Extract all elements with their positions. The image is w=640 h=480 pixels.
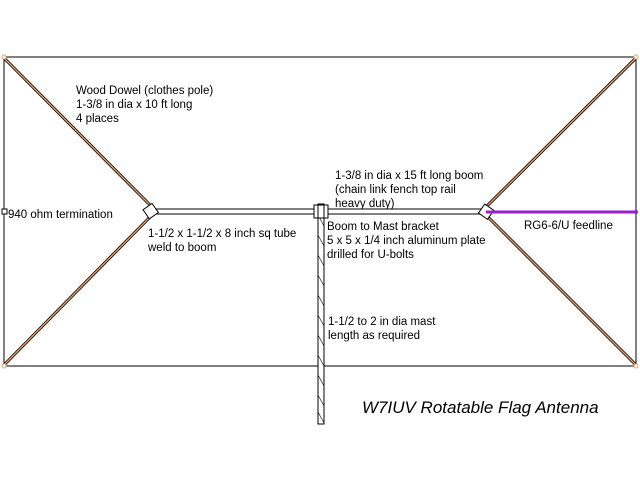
termination-label: 940 ohm termination	[8, 209, 113, 221]
dowel-lower-left	[3, 213, 154, 366]
dowel-upper-right	[484, 57, 637, 209]
termination-resistor	[1, 208, 8, 215]
bracket-label-line-1: Boom to Mast bracket	[327, 221, 440, 233]
dowel-upper-left	[3, 57, 154, 209]
corner-top-left	[1, 54, 7, 60]
dowel-label: Wood Dowel (clothes pole) 1-3/8 in dia x…	[76, 85, 213, 125]
feedline-label: RG6-6/U feedline	[524, 220, 613, 232]
corner-top-right	[633, 54, 639, 60]
dowel-label-line-1: Wood Dowel (clothes pole)	[76, 85, 213, 97]
corner-bottom-right	[633, 363, 639, 369]
dowel-label-line-2: 1-3/8 in dia x 10 ft long	[76, 99, 192, 111]
left-spreaders	[2, 56, 155, 367]
right-spreaders	[483, 56, 638, 367]
mast-label-line-2: length as required	[328, 330, 420, 342]
sq-tube-label-line-2: weld to boom	[147, 242, 216, 254]
boom-label-line-2: (chain link fench top rail	[335, 184, 456, 196]
left-sq-tube	[142, 202, 160, 220]
feedline-end	[634, 210, 638, 214]
mast	[317, 203, 325, 425]
dowel-label-line-3: 4 places	[76, 113, 119, 125]
mast-bracket	[313, 204, 329, 219]
bracket-label: Boom to Mast bracket 5 x 5 x 1/4 inch al…	[327, 221, 486, 261]
dowel-lower-right	[484, 213, 637, 366]
boom-label: 1-3/8 in dia x 15 ft long boom (chain li…	[335, 170, 483, 210]
bracket-label-line-2: 5 x 5 x 1/4 inch aluminum plate	[327, 235, 486, 247]
mast-label: 1-1/2 to 2 in dia mast length as require…	[328, 316, 436, 342]
mast-label-line-1: 1-1/2 to 2 in dia mast	[328, 316, 436, 328]
sq-tube-label-line-1: 1-1/2 x 1-1/2 x 8 inch sq tube	[148, 228, 296, 240]
corner-bottom-left	[1, 363, 7, 369]
sq-tube-label: 1-1/2 x 1-1/2 x 8 inch sq tube weld to b…	[147, 228, 296, 254]
diagram-title: W7IUV Rotatable Flag Antenna	[362, 398, 599, 417]
bracket-label-line-3: drilled for U-bolts	[327, 249, 414, 261]
boom-label-line-3: heavy duty)	[335, 198, 395, 210]
boom-label-line-1: 1-3/8 in dia x 15 ft long boom	[335, 170, 483, 182]
